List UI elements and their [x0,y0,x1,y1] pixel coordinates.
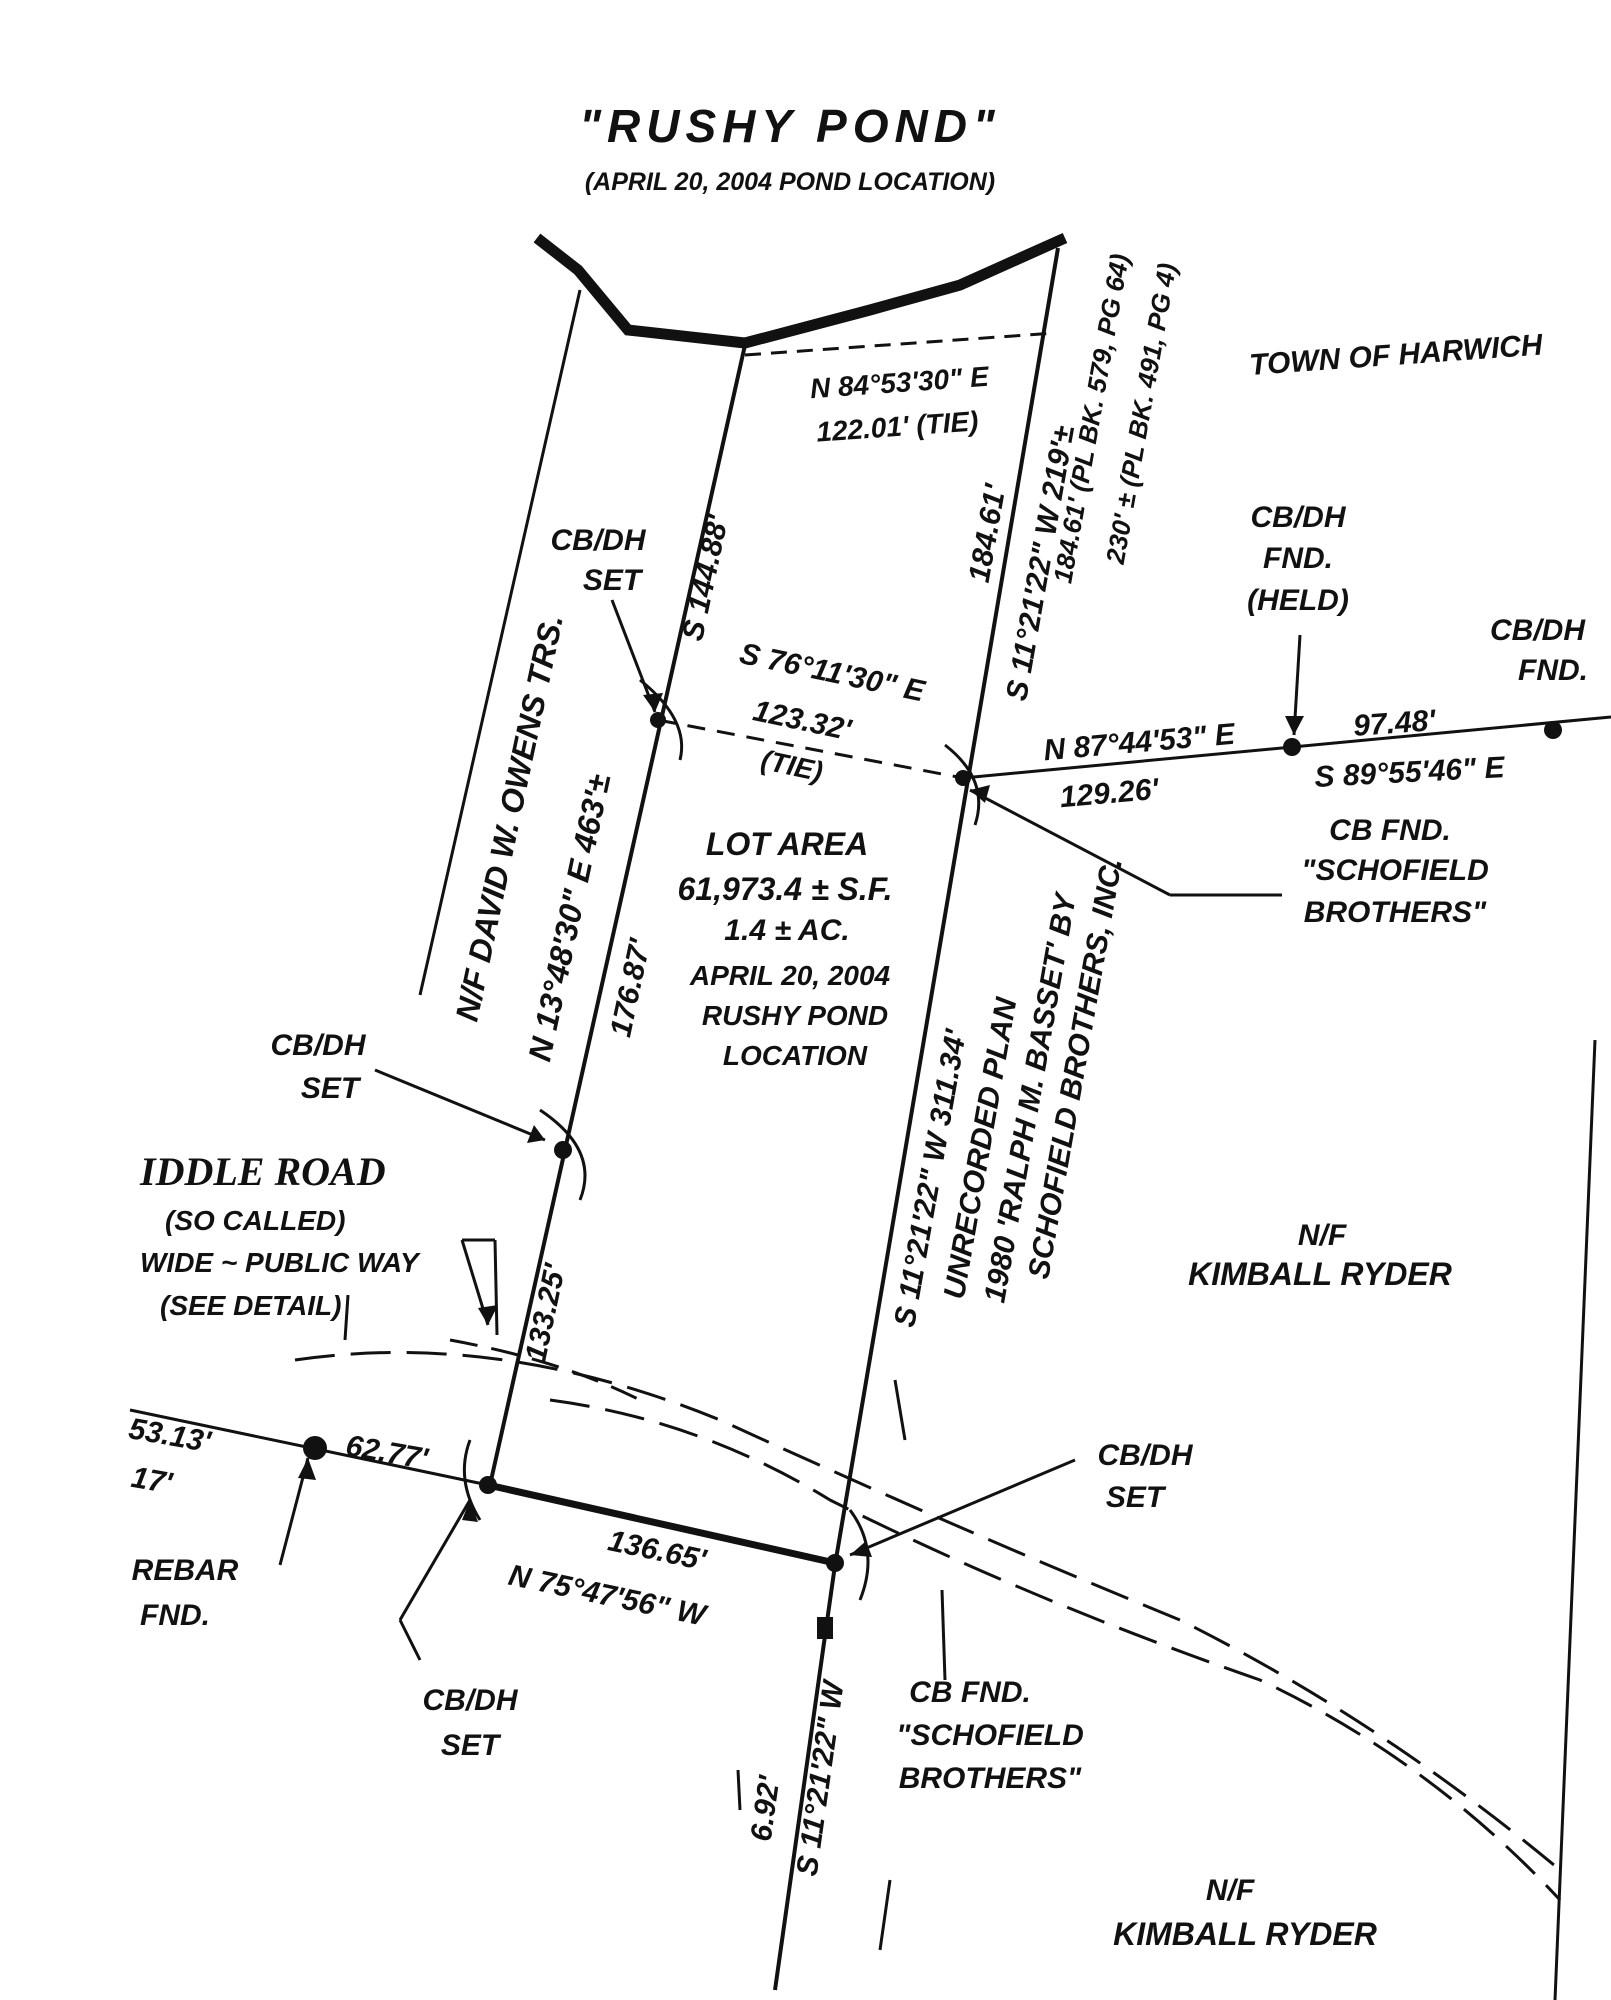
road-see-detail: (SEE DETAIL) [160,1290,341,1321]
monument-sw-corner [479,1476,497,1494]
plan-subtitle: (APRIL 20, 2004 POND LOCATION) [585,168,995,196]
inner-west-lower-dist: 176.87' [604,935,657,1039]
east-run-dist1: 129.26' [1058,773,1160,815]
lot-area-1: LOT AREA [706,826,868,862]
lot-area-5: RUSHY POND [702,1000,888,1031]
owner-south-1: N/F [1206,1874,1255,1907]
corner-arc-5 [944,743,981,826]
mid-tie-line [657,718,964,780]
marker-held-2: FND. [1263,542,1333,575]
road-name: IDDLE ROAD [139,1149,386,1194]
south-ext-dist: 6.92' [745,1773,787,1843]
east-run-bearing2: S 89°55'46" E [1314,751,1507,794]
road-dist-3: 17' [129,1461,175,1501]
south-line [487,1481,836,1567]
marker-right-2: FND. [1518,654,1588,687]
monument-west-set [554,1141,572,1159]
marker-schofield-upper-1: CB FND. [1329,814,1451,847]
owner-east-2: KIMBALL RYDER [1188,1256,1452,1292]
marker-cbdh-set-west: CB/DH [271,1029,367,1062]
owner-east-1: N/F [1298,1219,1347,1252]
east-run-dist2: 97.48' [1352,704,1437,743]
monument-right [1544,721,1562,739]
road-dist-2: 53.13' [126,1412,214,1459]
top-line-distance: 122.01' (TIE) [815,405,979,447]
lot-area-4: APRIL 20, 2004 [689,960,891,991]
arrow-heads [298,693,1304,1557]
road-public-way: WIDE ~ PUBLIC WAY [140,1247,421,1278]
marker-schofield-upper-2: "SCHOFIELD [1301,854,1489,887]
monument-se-corner [826,1554,844,1572]
south-ext-bearing: S 11°21'22" W [791,1677,851,1879]
owner-south-2: KIMBALL RYDER [1113,1916,1377,1952]
road-dist-1: 62.77' [343,1429,431,1476]
monument-rebar [303,1436,327,1460]
road-edge-2 [549,1398,1562,1902]
marker-schofield-lower-3: BROTHERS" [899,1762,1082,1795]
town-label: TOWN OF HARWICH [1248,328,1545,382]
mid-tie-distance: 123.32' [750,694,854,747]
top-line-bearing: N 84°53'30" E [809,361,991,405]
marker-cbdh-set-se: CB/DH [1098,1439,1194,1472]
marker-held-1: CB/DH [1251,501,1347,534]
monument-held [1283,738,1301,756]
pond-shoreline [533,232,1068,349]
corner-arc-4 [639,678,684,761]
marker-cbdh-set-sw: CB/DH [423,1684,519,1717]
marker-set-se: SET [1106,1481,1167,1514]
monument-mid-west [650,712,666,728]
marker-set-sw: SET [441,1729,502,1762]
marker-right-1: CB/DH [1490,614,1586,647]
plan-title: "RUSHY POND" [579,100,1001,152]
rebar-label-1: REBAR [132,1554,239,1587]
page-edge [1553,1039,1597,2000]
road-edge-3 [449,1338,641,1402]
marker-held-3: (HELD) [1247,584,1349,617]
monument-mid-east [955,770,971,786]
marker-schofield-lower-1: CB FND. [909,1676,1031,1709]
lot-area-6: LOCATION [723,1040,868,1071]
inner-west-line [488,344,747,1486]
inner-west-upper-dist: S 144.88' [676,512,735,644]
corner-arc-2 [462,1439,482,1521]
lot-area-2: 61,973.4 ± S.F. [677,871,892,907]
marker-set-west: SET [301,1072,362,1105]
road-so-called: (SO CALLED) [165,1205,345,1236]
leader-lines [278,599,1302,1951]
road-edge-1 [294,1351,1561,1872]
marker-cbdh-set-upper: CB/DH [551,524,647,557]
west-bearing: N 13°48'30" E 463'± [521,771,617,1065]
marker-schofield-lower-2: "SCHOFIELD [896,1719,1084,1752]
west-line [418,289,582,996]
rebar-label-2: FND. [140,1599,210,1632]
corner-arc-1 [539,1108,587,1201]
marker-set-upper: SET [583,564,644,597]
marker-schofield-upper-3: BROTHERS" [1304,896,1487,929]
monument-south [817,1617,833,1639]
east-line [833,247,1060,1566]
lot-area-3: 1.4 ± AC. [724,914,849,947]
